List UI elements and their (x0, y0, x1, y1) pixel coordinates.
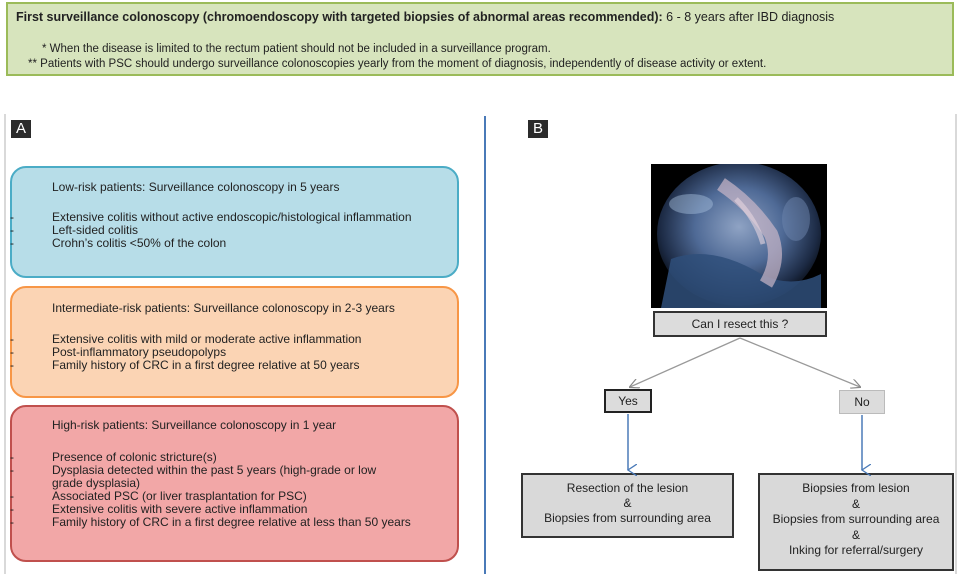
resect-question-box: Can I resect this ? (653, 311, 827, 337)
recommendation-title: First surveillance colonoscopy (chromoen… (16, 10, 834, 24)
biopsies-box: Biopsies from lesion & Biopsies from sur… (758, 473, 954, 571)
arrow-to-no (739, 337, 860, 387)
list-item: -Family history of CRC in a first degree… (10, 358, 360, 372)
yes-box: Yes (604, 389, 652, 413)
intermediate-risk-list: -Extensive colitis with mild or moderate… (10, 332, 362, 372)
high-risk-title: High-risk patients: Surveillance colonos… (52, 418, 337, 432)
high-risk-list: -Presence of colonic stricture(s) -Dyspl… (10, 450, 411, 529)
list-item: -Dysplasia detected within the past 5 ye… (10, 463, 377, 477)
list-item-continuation: grade dysplasia) (52, 476, 141, 490)
intermediate-risk-title: Intermediate-risk patients: Surveillance… (52, 301, 395, 315)
panel-b-label: B (528, 120, 548, 138)
list-item: -Family history of CRC in a first degree… (10, 515, 411, 529)
panel-a-label: A (11, 120, 31, 138)
low-risk-list: -Extensive colitis without active endosc… (10, 210, 412, 250)
list-item: -Post-inflammatory pseudopolyps (10, 345, 227, 359)
resection-line: Biopsies from surrounding area (544, 511, 711, 525)
list-item: -Presence of colonic stricture(s) (10, 450, 217, 464)
resection-box: Resection of the lesion & Biopsies from … (521, 473, 734, 538)
right-border (955, 114, 957, 574)
biopsies-line: Inking for referral/surgery (788, 543, 924, 557)
endoscopy-image-drawing (651, 164, 827, 308)
resection-ampersand: & (623, 496, 632, 510)
low-risk-title: Low-risk patients: Surveillance colonosc… (52, 180, 340, 194)
recommendation-title-timing: 6 - 8 years after IBD diagnosis (662, 10, 835, 24)
list-item: -Extensive colitis with mild or moderate… (10, 332, 362, 346)
biopsies-line: Biopsies from lesion (802, 481, 910, 495)
left-border (4, 114, 6, 574)
psc-note: ** Patients with PSC should undergo surv… (28, 58, 767, 70)
arrow-to-yes (630, 337, 741, 387)
panel-divider (484, 116, 486, 574)
endoscopy-image (651, 164, 827, 308)
biopsies-ampersand: & (851, 496, 860, 511)
list-item: -Extensive colitis with severe active in… (10, 502, 308, 516)
high-risk-box (10, 405, 459, 562)
list-item: -Associated PSC (or liver trasplantation… (10, 489, 307, 503)
intermediate-risk-box (10, 286, 459, 398)
list-item: -Crohn’s colitis <50% of the colon (10, 236, 227, 250)
recommendation-title-bold: First surveillance colonoscopy (chromoen… (16, 10, 663, 24)
recommendation-box (6, 2, 954, 76)
list-item: -Left-sided colitis (10, 223, 139, 237)
resection-line: Resection of the lesion (566, 481, 689, 495)
rectum-note: * When the disease is limited to the rec… (42, 43, 551, 55)
biopsies-ampersand: & (851, 527, 860, 542)
list-item: -Extensive colitis without active endosc… (10, 210, 412, 224)
low-risk-box (10, 166, 459, 278)
biopsies-line: Biopsies from surrounding area (772, 512, 940, 526)
no-box: No (839, 390, 885, 414)
